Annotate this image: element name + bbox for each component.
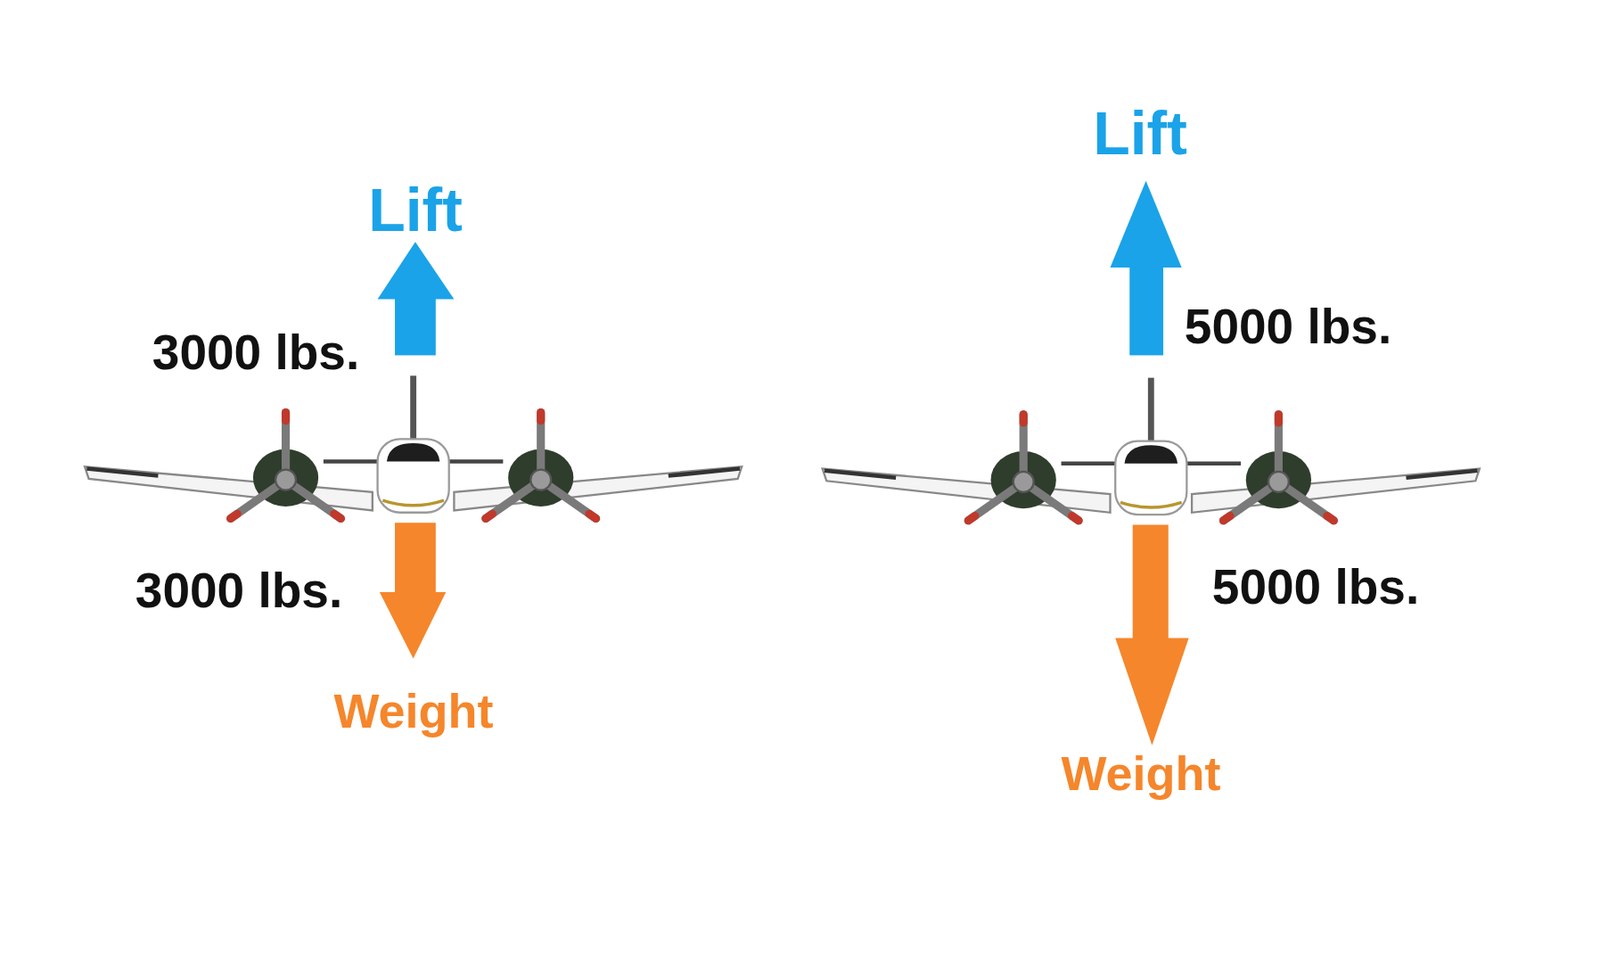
weight-arrowhead: [1115, 638, 1189, 746]
force-name: Weight: [1061, 746, 1222, 800]
force-name: Weight: [334, 684, 494, 738]
force-name: Lift: [368, 176, 463, 244]
airplane: [822, 377, 1480, 521]
force-name: Lift: [1092, 99, 1188, 167]
weight-arrow: [1132, 525, 1169, 640]
weight-arrow: [394, 522, 436, 594]
force-value: 5000 lbs.: [1212, 559, 1420, 615]
lift-arrow: [394, 297, 436, 355]
weight-arrowhead: [379, 591, 446, 658]
force-value: 5000 lbs.: [1184, 299, 1392, 354]
lift-arrowhead: [1110, 180, 1182, 268]
lift-arrowhead: [377, 241, 455, 299]
force-value: 3000 lbs.: [135, 563, 343, 618]
airplane: [84, 375, 742, 518]
lift-arrow: [1129, 266, 1164, 356]
force-value: 3000 lbs.: [152, 325, 360, 380]
